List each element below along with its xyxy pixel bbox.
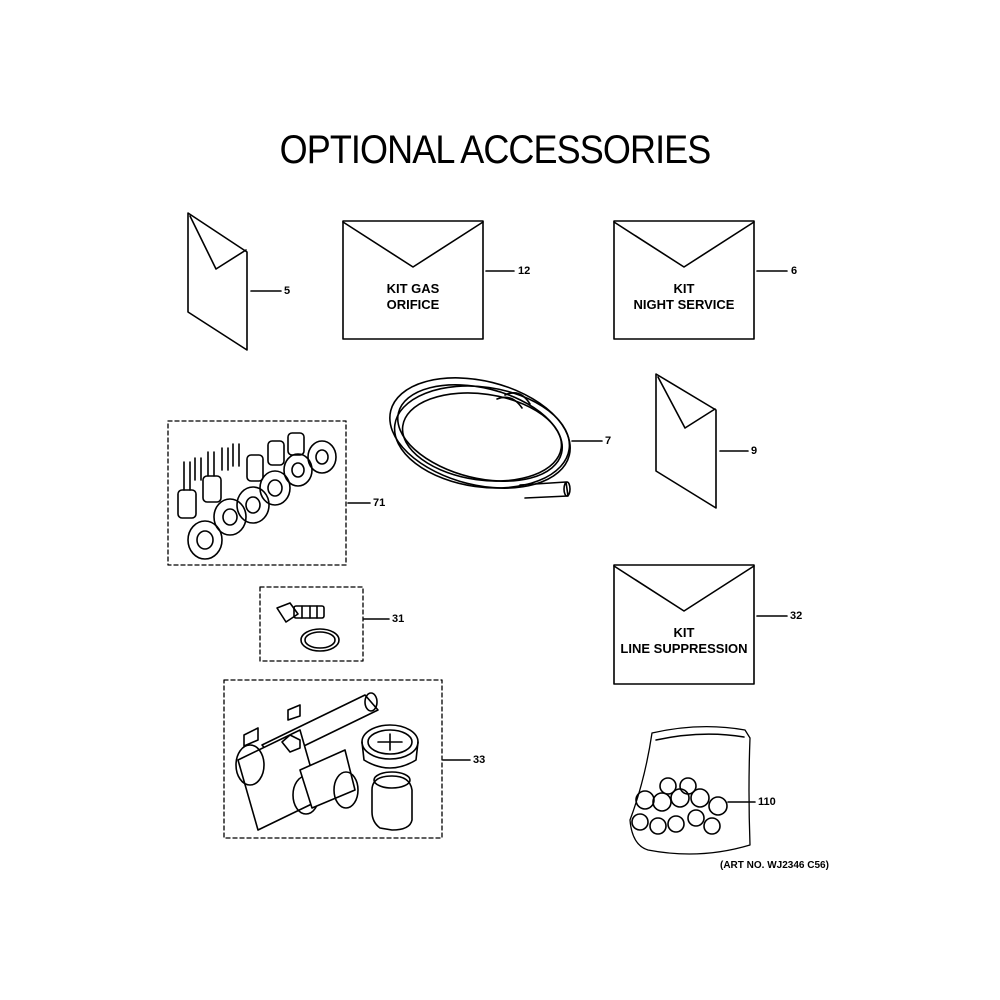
- kit-night-service-label: KIT NIGHT SERVICE: [614, 281, 754, 313]
- kit-gas-orifice-line-1: KIT GAS: [386, 281, 440, 296]
- orifice-set-illustration: [167, 420, 347, 566]
- kit-night-service-line-2: NIGHT SERVICE: [633, 297, 735, 312]
- kit-line-suppression-line-2: LINE SUPPRESSION: [620, 641, 748, 656]
- manual-5-illustration: [187, 212, 248, 351]
- kit-gas-orifice-label: KIT GAS ORIFICE: [343, 281, 483, 313]
- callout-32: 32: [790, 610, 803, 622]
- callout-9: 9: [751, 445, 758, 457]
- callout-6: 6: [791, 265, 798, 277]
- manifold-assembly-illustration: [223, 679, 443, 839]
- callout-5: 5: [284, 285, 291, 297]
- art-number: (ART NO. WJ2346 C56): [720, 860, 829, 871]
- page-title: OPTIONAL ACCESSORIES: [279, 128, 712, 172]
- kit-line-suppression-label: KIT LINE SUPPRESSION: [614, 625, 754, 657]
- callout-7: 7: [605, 435, 612, 447]
- fitting-oring-illustration: [259, 586, 364, 662]
- manual-9-illustration: [655, 373, 717, 509]
- callout-71: 71: [373, 497, 386, 509]
- kit-night-service-envelope: [613, 220, 755, 340]
- kit-line-suppression-envelope: [613, 564, 755, 685]
- callout-33: 33: [473, 754, 486, 766]
- kit-gas-orifice-line-2: ORIFICE: [386, 297, 440, 312]
- hose-coil-illustration: [389, 377, 571, 499]
- kit-line-suppression-line-1: KIT: [673, 625, 695, 640]
- kit-gas-orifice-envelope: [342, 220, 484, 340]
- kit-night-service-line-1: KIT: [673, 281, 695, 296]
- callout-12: 12: [518, 265, 531, 277]
- bag-of-fittings-illustration: [629, 725, 751, 855]
- callout-31: 31: [392, 613, 405, 625]
- callout-110: 110: [758, 796, 776, 808]
